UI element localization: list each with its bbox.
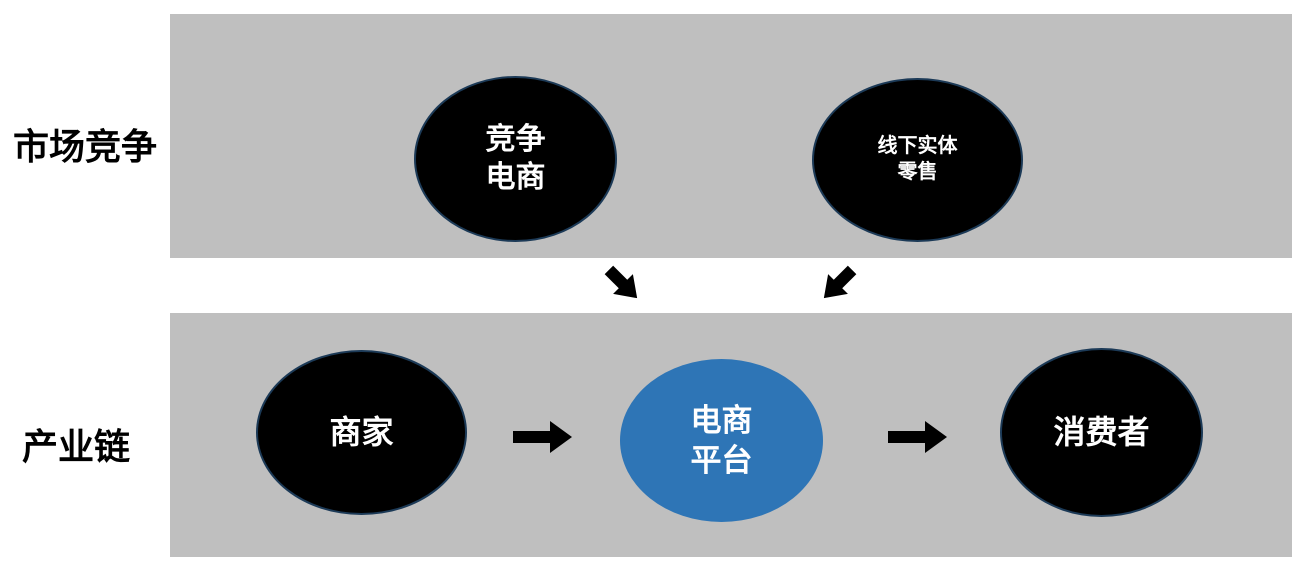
node-ecommerce-platform: 电商 平台 <box>620 359 823 522</box>
right-arrow-icon <box>513 421 572 453</box>
market-competition-band <box>170 14 1292 258</box>
down-right-arrow-icon <box>599 260 647 308</box>
node-label-line: 平台 <box>690 442 753 478</box>
node-offline-retail: 线下实体 零售 <box>812 78 1023 242</box>
right-arrow-icon <box>887 421 948 453</box>
node-consumers: 消费者 <box>1000 348 1203 517</box>
node-label-line: 线下实体 <box>877 135 958 158</box>
market-competition-label: 市场竞争 <box>13 126 158 167</box>
node-merchants: 商家 <box>256 350 467 515</box>
node-label-line: 竞争 <box>485 122 546 156</box>
industry-chain-label: 产业链 <box>22 426 131 467</box>
node-competing-ecommerce: 竞争 电商 <box>414 76 617 242</box>
node-label-line: 消费者 <box>1053 414 1150 451</box>
node-label-line: 零售 <box>897 161 938 183</box>
down-left-arrow-icon <box>814 260 862 308</box>
node-label-line: 电商 <box>690 402 753 438</box>
node-label-line: 电商 <box>485 161 546 194</box>
node-label-line: 商家 <box>329 414 394 451</box>
